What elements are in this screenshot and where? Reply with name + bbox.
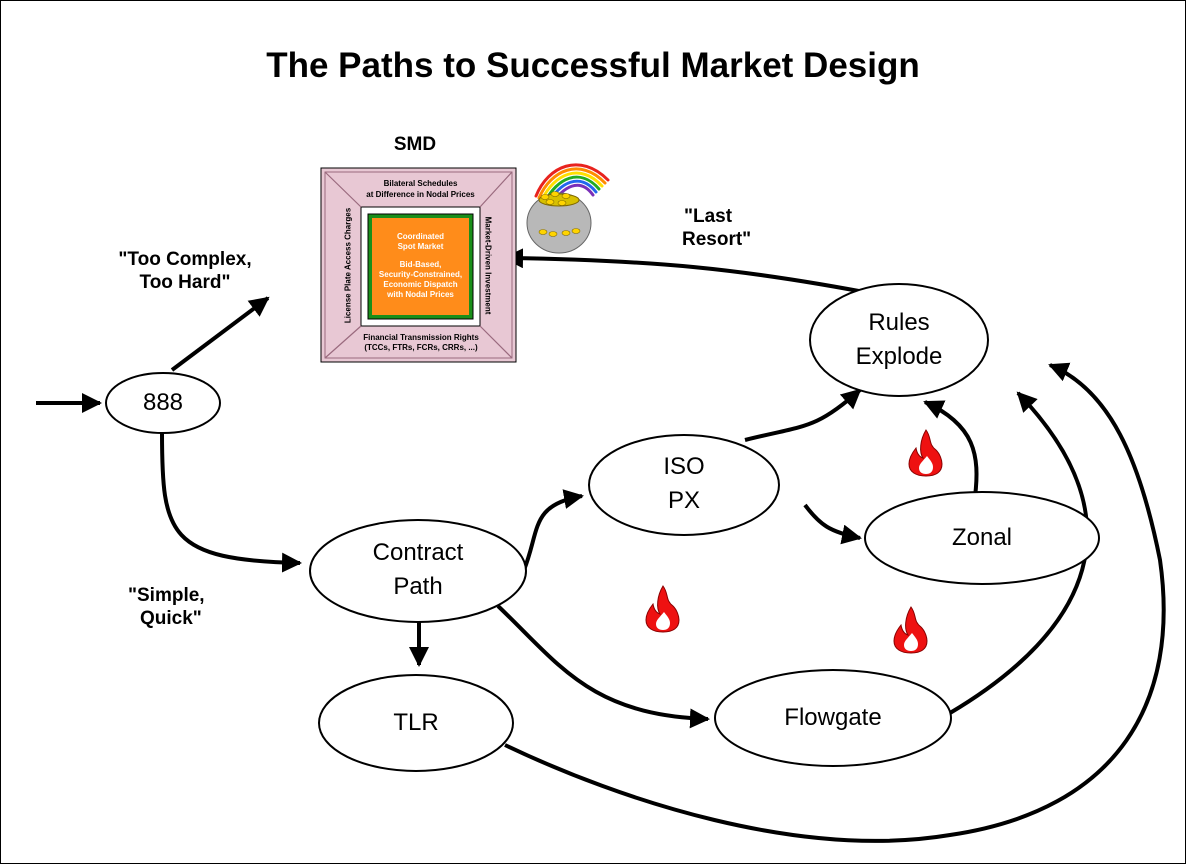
node-flowgate: Flowgate bbox=[784, 704, 882, 731]
smd-heading: SMD bbox=[393, 134, 437, 155]
smd-center-title: Coordinated Spot Market bbox=[396, 232, 445, 251]
label-too-complex: "Too Complex, Too Hard" bbox=[118, 249, 252, 293]
fire-icon bbox=[893, 606, 928, 654]
node-tlr: TLR bbox=[393, 709, 439, 736]
arrow-888-to-smd bbox=[170, 296, 270, 372]
arrow-zonal-to-rules bbox=[923, 400, 979, 498]
arrow-contract-to-iso bbox=[522, 489, 584, 571]
label-simple-quick: "Simple, Quick" bbox=[128, 585, 205, 629]
smd-bottom-text: Financial Transmission Rights (TCCs, FTR… bbox=[363, 333, 479, 352]
fire-icon bbox=[908, 429, 943, 477]
arrow-flowgate-to-rules bbox=[948, 391, 1089, 715]
node-contract-path-shape bbox=[309, 519, 527, 623]
node-contract-path: Contract Path bbox=[372, 539, 464, 600]
arrow-tlr-to-rules bbox=[504, 362, 1166, 843]
label-last-resort: "Last Resort" bbox=[682, 206, 752, 250]
node-888: 888 bbox=[142, 389, 184, 416]
node-iso-px-shape bbox=[588, 434, 780, 536]
node-zonal: Zonal bbox=[951, 524, 1013, 551]
fire-icon bbox=[645, 585, 680, 633]
node-zonal-shape bbox=[864, 491, 1100, 585]
arrow-888-to-contract-path bbox=[160, 431, 302, 573]
node-flowgate-shape bbox=[714, 669, 952, 767]
node-rules-explode-shape bbox=[809, 283, 989, 397]
slide-title: The Paths to Successful Market Design bbox=[266, 46, 920, 85]
node-rules-explode: Rules Explode bbox=[855, 309, 943, 370]
node-tlr-shape bbox=[318, 674, 514, 772]
arrow-iso-to-rules bbox=[744, 388, 862, 442]
arrow-contract-to-flowgate bbox=[496, 604, 710, 729]
node-iso-px: ISO PX bbox=[663, 453, 705, 514]
smd-top-text: Bilateral Schedules at Difference in Nod… bbox=[366, 179, 475, 199]
smd-center-body: Bid-Based, Security-Constrained, Economi… bbox=[378, 260, 463, 299]
arrow-iso-to-zonal bbox=[803, 503, 862, 545]
arrow-rules-to-smd bbox=[503, 248, 881, 297]
node-888-shape bbox=[105, 372, 221, 434]
